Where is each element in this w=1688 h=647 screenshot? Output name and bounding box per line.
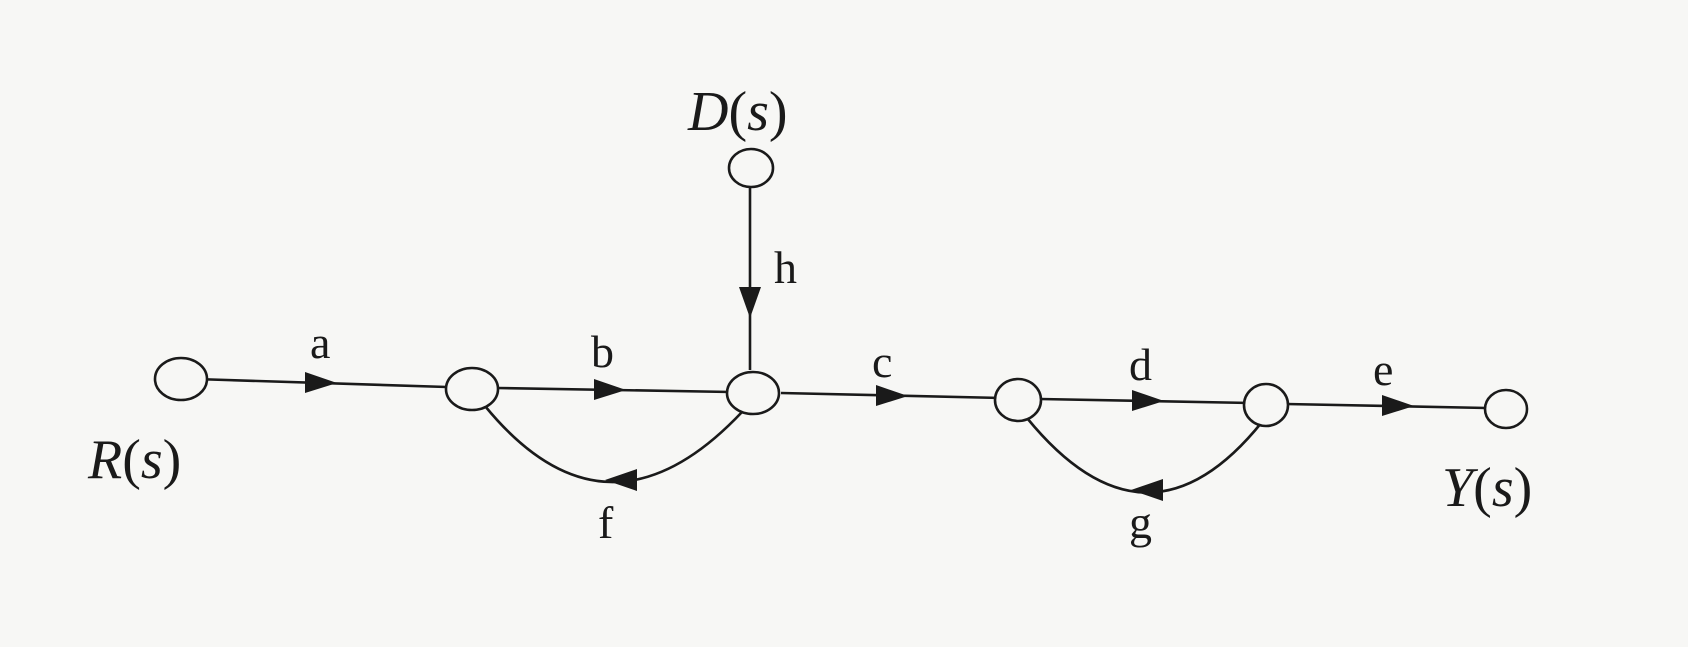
gain-f: f xyxy=(598,497,614,548)
gain-g: g xyxy=(1129,497,1152,548)
node-3 xyxy=(993,377,1043,423)
gain-c: c xyxy=(872,336,892,387)
label-disturbance-symbol: D xyxy=(687,81,728,143)
label-output-arg: s xyxy=(1492,457,1514,519)
label-output-symbol: Y xyxy=(1442,457,1479,519)
node-1 xyxy=(444,366,500,412)
node-2 xyxy=(725,370,781,416)
arrow-g xyxy=(1131,479,1163,501)
node-output xyxy=(1483,388,1529,430)
node-disturbance xyxy=(727,147,775,189)
node-input xyxy=(153,356,209,402)
label-disturbance: D(s) xyxy=(687,81,788,143)
branch-f xyxy=(483,405,743,484)
arrow-a xyxy=(305,372,337,393)
label-input-arg: s xyxy=(141,429,163,491)
gain-b: b xyxy=(591,326,614,377)
label-output: Y(s) xyxy=(1442,457,1532,519)
gain-e: e xyxy=(1373,344,1393,395)
arrow-c xyxy=(876,385,908,406)
arrow-b xyxy=(594,379,626,400)
arrow-d xyxy=(1132,390,1164,411)
label-input: R(s) xyxy=(87,429,181,491)
gain-d: d xyxy=(1129,339,1152,390)
label-input-symbol: R xyxy=(87,429,122,491)
branch-g xyxy=(1025,417,1264,494)
arrow-h xyxy=(739,287,761,318)
arrow-f xyxy=(605,469,637,491)
node-4 xyxy=(1242,382,1290,428)
gain-a: a xyxy=(310,317,330,368)
arrow-e xyxy=(1382,395,1414,416)
gain-h: h xyxy=(774,242,797,293)
label-disturbance-arg: s xyxy=(747,81,769,143)
